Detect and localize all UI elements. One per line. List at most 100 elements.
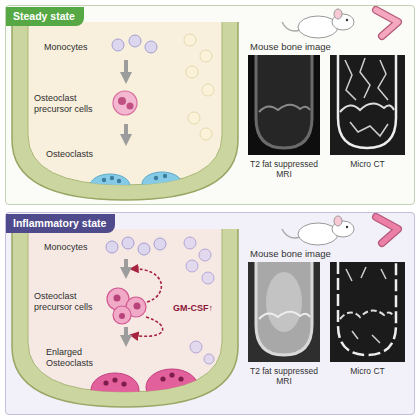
mouse-icon: [282, 9, 398, 38]
cell-nucleus: [169, 372, 174, 377]
cell-nucleus: [118, 97, 126, 105]
fat-cell: [200, 128, 212, 140]
monocyte: [145, 41, 157, 53]
microct-image: [330, 55, 405, 155]
enlarged-osteoclast: [146, 369, 198, 405]
marrow-cell: [204, 354, 214, 364]
cell-arrow: [124, 60, 128, 72]
growth-plate: [259, 312, 310, 319]
mri-bone: [256, 55, 312, 148]
cell-group: Monocytes: [36, 237, 181, 259]
bone-section: [12, 22, 238, 200]
mouse-tail: [282, 229, 300, 238]
signal-arrow: [131, 269, 161, 302]
cell-group: Osteoclast precursor cells: [26, 84, 196, 124]
cell-nucleus: [178, 376, 183, 381]
cell-nucleus: [154, 176, 158, 180]
cell-label: Osteoclast precursor cells: [34, 291, 116, 313]
cell-label: Enlarged Osteoclasts: [46, 347, 108, 369]
cell-group: Osteoclasts: [26, 146, 211, 196]
image-caption: Micro CT: [328, 159, 407, 169]
growth-plate: [340, 310, 394, 319]
growth-plate: [259, 105, 310, 112]
cell-label: Osteoclasts: [46, 149, 126, 160]
cell-nucleus: [119, 313, 125, 319]
monocyte: [138, 243, 150, 255]
cell-nucleus: [117, 179, 121, 183]
mouse-ear: [334, 216, 342, 226]
marrow-cell: [190, 341, 202, 353]
mouse-ear: [334, 9, 342, 19]
image-caption: T2 fat suppressed MRI: [243, 366, 325, 386]
panel-ground: [5, 5, 415, 205]
marrow-cell: [184, 237, 196, 249]
enlarged-osteoclast: [91, 373, 139, 407]
bone-outline: [12, 229, 238, 407]
fat-cell: [202, 84, 214, 96]
bone-outline: [12, 22, 238, 200]
image-caption: Micro CT: [328, 366, 407, 376]
fat-cell: [200, 50, 212, 62]
marrow-cell: [199, 249, 211, 261]
signal-label: GM-CSF↑: [172, 303, 214, 314]
monocyte: [129, 35, 141, 47]
osteoclast: [90, 174, 130, 198]
leg-outline: [376, 10, 398, 36]
mri-signal: [266, 272, 302, 332]
label-holder: Mouse bone image: [250, 248, 400, 259]
mouse-eye: [346, 19, 348, 21]
label-holder: Micro CT: [328, 159, 407, 169]
cell-label: Osteoclast precursor cells: [34, 93, 116, 115]
cell-nucleus: [114, 295, 121, 302]
mouse-icon: [282, 216, 398, 245]
fat-cell: [188, 112, 200, 124]
growth-plate: [340, 103, 394, 112]
cell-group: Enlarged Osteoclasts: [26, 347, 211, 399]
cell-group: Monocytes: [36, 36, 181, 60]
monocyte: [112, 39, 124, 51]
mri-bone: [256, 262, 312, 355]
fat-cell: [184, 34, 196, 46]
precursor-cell: [113, 306, 131, 324]
image-caption: T2 fat suppressed MRI: [243, 159, 325, 179]
label-holder: T2 fat suppressed MRI: [243, 159, 325, 179]
marrow-cell: [186, 260, 198, 272]
leg-outline: [376, 217, 398, 243]
cell-nucleus: [110, 176, 114, 180]
marrow-cell: [202, 272, 214, 284]
signal-arrow: [131, 317, 163, 336]
cell-arrow: [124, 259, 128, 267]
ct-ground: [330, 55, 405, 155]
cortical-bone: [12, 22, 238, 200]
mri-ground: [248, 262, 320, 362]
panel-ground: [5, 212, 415, 415]
bone-marrow: [28, 22, 222, 185]
leg-highlight: [376, 10, 398, 36]
panel-tab: Inflammatory state: [6, 214, 115, 233]
mouse-tail: [282, 22, 300, 31]
mri-image: [248, 262, 320, 362]
cell-arrow: [124, 327, 128, 335]
osteoclast-group: [91, 369, 198, 407]
osteoclast-group: [90, 172, 182, 198]
cell-nucleus: [160, 376, 165, 381]
monocyte: [106, 241, 118, 253]
cell-nucleus: [112, 377, 117, 382]
bone-section: [12, 229, 238, 407]
label-holder: T2 fat suppressed MRI: [243, 366, 325, 386]
trabeculae: [345, 58, 388, 136]
cortical-bone: [12, 229, 238, 407]
panel-tab: Steady state: [6, 7, 84, 26]
cell-arrow: [124, 124, 128, 134]
mouse-body: [298, 223, 338, 245]
marrow-outline: [28, 22, 222, 185]
ct-ground: [330, 262, 405, 362]
state-panel: Steady stateMonocytesOsteoclast precurso…: [5, 5, 415, 205]
precursor-cell: [113, 91, 137, 115]
label-holder: GM-CSF↑: [172, 297, 220, 315]
ct-cortex: [338, 55, 396, 148]
leg-highlight: [376, 217, 398, 243]
monocyte: [122, 237, 134, 249]
mri-image: [248, 55, 320, 155]
section-caption: Mouse bone image: [250, 41, 400, 52]
